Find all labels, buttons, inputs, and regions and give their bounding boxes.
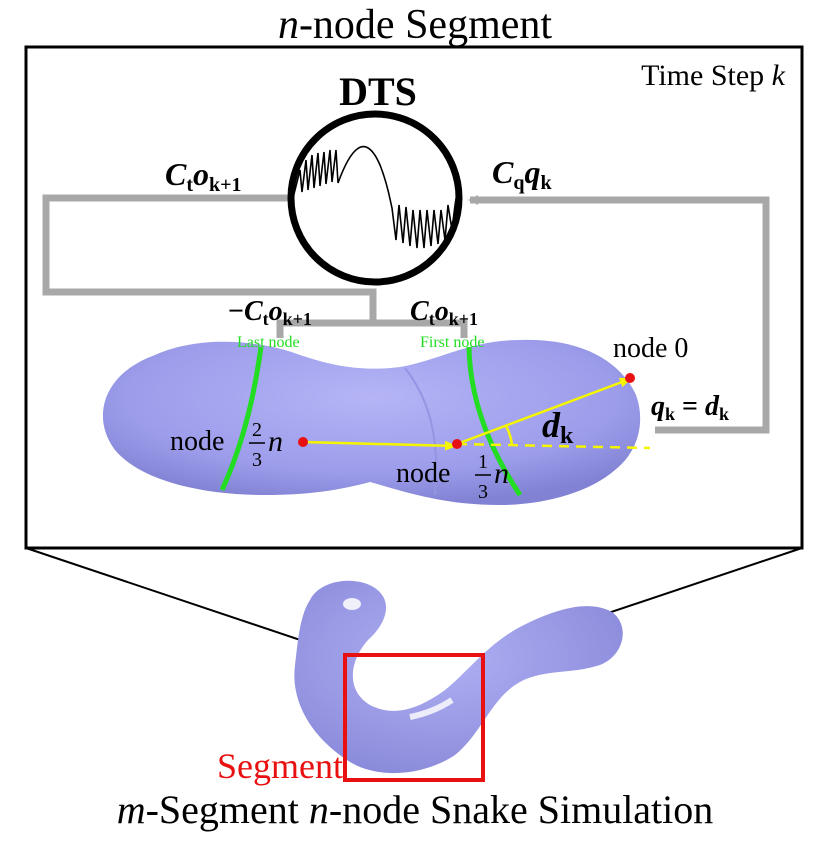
svg-text:3: 3 [252,449,262,471]
cq-input-label: Cqqk [492,154,552,194]
time-step-label: Time Step k [641,59,786,92]
node-two-thirds-label: node 2 3 n [170,419,283,471]
last-node-line [219,346,264,492]
input-path [468,195,770,434]
segment-label: Segment [217,746,343,786]
last-node-label: Last node [237,334,300,351]
zoom-line-left [25,547,346,656]
snake-body [294,580,623,774]
dts-label: DTS [339,69,417,114]
svg-text:n: n [494,457,509,490]
page-title: n-node Segment [278,2,552,48]
arrow-mid [302,440,457,451]
svg-text:3: 3 [478,481,488,503]
segment-body [102,339,641,505]
angle-arc [504,425,514,446]
svg-text:node: node [170,426,224,457]
first-node-label: First node [420,334,484,351]
svg-text:1: 1 [478,451,488,473]
svg-text:n: n [268,425,283,458]
neg-ct-label: −Ctok+1 [228,296,312,329]
dts-circle [287,110,463,286]
reference-dash [456,442,651,450]
segment-crease [404,367,438,496]
node0-label: node 0 [613,333,688,364]
feedback-loop [42,194,770,434]
caption: m-Segment n-node Snake Simulation [117,787,714,832]
node0-dot [625,373,635,383]
segment-highlight-box [343,653,485,782]
node-one-third-label: node 1 3 n [396,451,509,503]
snake-highlight [409,697,454,720]
snake-head-highlight [343,598,361,610]
segment-frame [24,45,804,550]
arrow-dk [456,377,632,446]
node-two-thirds-dot [298,437,308,447]
ct-output-label: Ctok+1 [165,156,242,196]
bracket-path [276,319,468,338]
qk-dk-label: qk = dk [651,391,729,424]
svg-text:2: 2 [252,419,262,441]
output-path [42,194,377,323]
first-node-line [466,346,523,497]
dk-label: dk [542,405,574,449]
dts-waveform [292,145,459,249]
ct-right-label: Ctok+1 [410,296,478,329]
svg-text:node: node [396,458,450,489]
node-one-third-dot [452,439,462,449]
